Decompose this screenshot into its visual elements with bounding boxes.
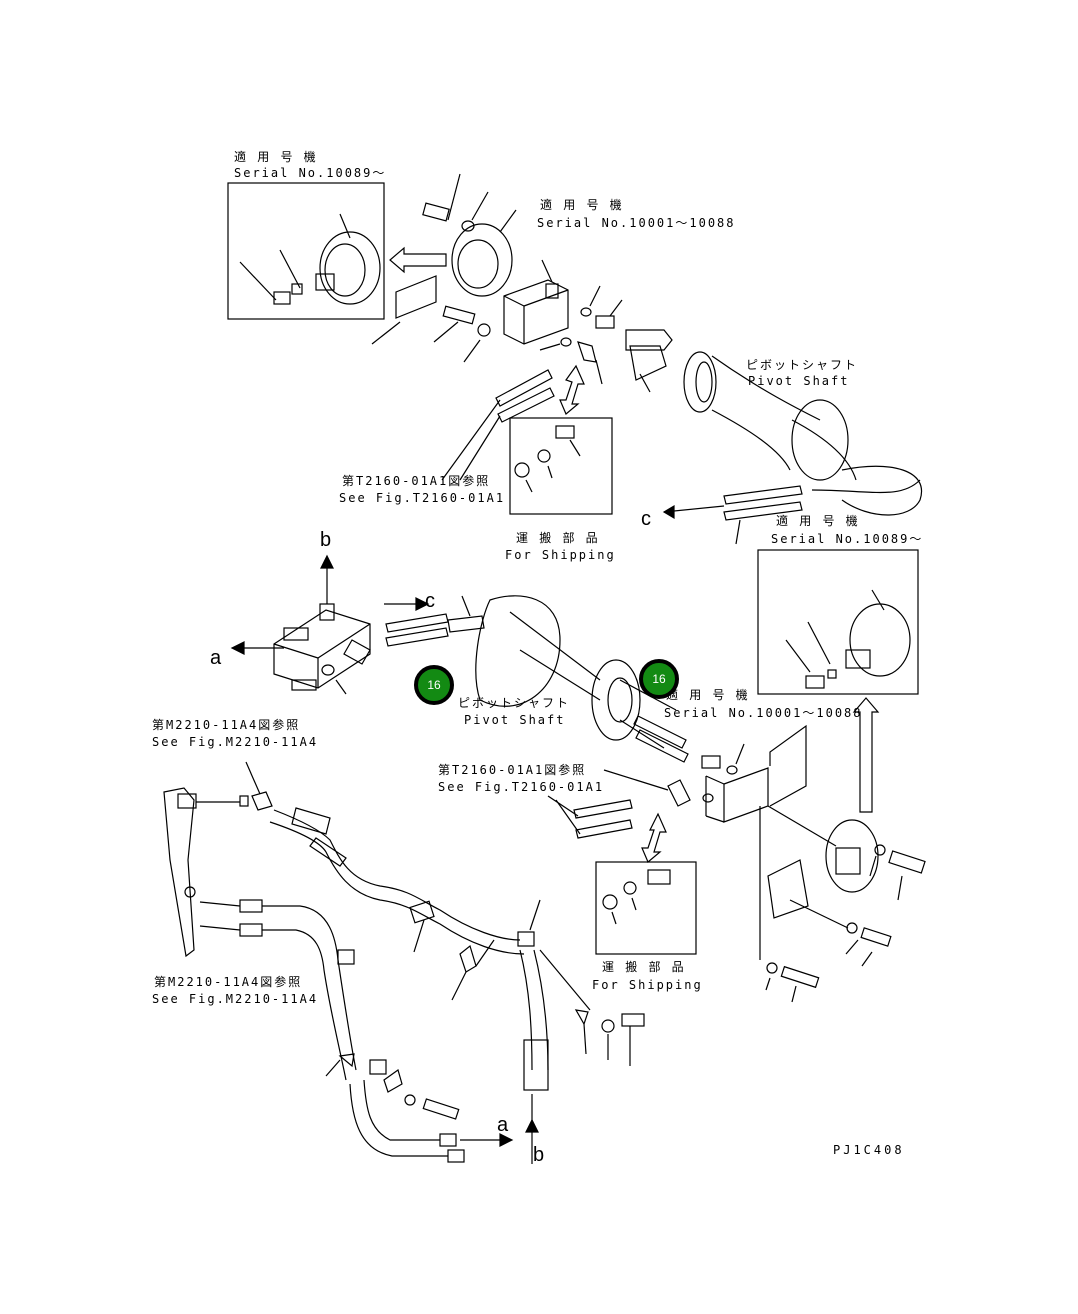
label-pivot-shaft-mid-jp: ピボットシャフト xyxy=(458,696,571,710)
part-callout-marker-16[interactable]: 16 xyxy=(639,659,679,699)
label-shipping-top: For Shipping xyxy=(505,548,616,562)
connector-letter-c-mid: c xyxy=(425,590,435,612)
label-shipping-top-jp: 運 搬 部 品 xyxy=(516,531,600,545)
connector-letter-b-top: b xyxy=(320,529,332,551)
label-serial-10089-right: Serial No.10089～ xyxy=(771,532,924,546)
drawing-number: PJ1C408 xyxy=(833,1143,905,1157)
top-valve-block xyxy=(503,259,673,393)
label-see-fig-m2210-a: See Fig.M2210-11A4 xyxy=(152,735,319,749)
mid-left-hoses xyxy=(547,795,633,839)
upper-cover-group xyxy=(371,173,517,363)
part-callout-marker-16[interactable]: 16 xyxy=(414,665,454,705)
connector-letter-c-top: c xyxy=(641,508,651,530)
pivot-shaft-top xyxy=(683,351,923,516)
part-callout-number: 16 xyxy=(652,672,666,686)
label-serial-10089-top-jp: 適 用 号 機 xyxy=(234,150,318,164)
inset-box-serial-10089-top xyxy=(227,182,385,320)
label-serial-10001-mid-jp: 適 用 号 機 xyxy=(666,688,750,702)
label-shipping-bottom-jp: 運 搬 部 品 xyxy=(602,960,686,974)
label-see-fig-m2210-b-jp: 第M2210-11A4図参照 xyxy=(154,975,303,989)
left-valve-block xyxy=(230,554,430,695)
top-hoses xyxy=(441,369,555,481)
label-see-fig-t2160-top-jp: 第T2160-01A1図参照 xyxy=(342,474,491,488)
label-serial-10001-top: Serial No.10001～10088 xyxy=(537,216,736,230)
hoses-to-c-top xyxy=(662,485,803,545)
label-pivot-shaft-mid: Pivot Shaft xyxy=(464,713,566,727)
label-serial-10001-mid: Serial No.10001～10088 xyxy=(664,706,863,720)
part-callout-number: 16 xyxy=(427,678,441,692)
pivot-shaft-mid xyxy=(475,595,677,749)
connector-letter-a-left: a xyxy=(210,647,222,669)
label-see-fig-t2160-top: See Fig.T2160-01A1 xyxy=(339,491,506,505)
shipping-box-top xyxy=(509,417,613,515)
label-see-fig-t2160-mid-jp: 第T2160-01A1図参照 xyxy=(438,763,587,777)
mid-right-fittings xyxy=(603,715,807,960)
bottom-right-parts xyxy=(765,805,926,1003)
label-shipping-bottom: For Shipping xyxy=(592,978,703,992)
label-see-fig-t2160-mid: See Fig.T2160-01A1 xyxy=(438,780,605,794)
mid-hoses xyxy=(385,595,485,647)
label-pivot-shaft-top: Pivot Shaft xyxy=(748,374,850,388)
label-serial-10001-top-jp: 適 用 号 機 xyxy=(540,198,624,212)
connector-letter-b-bottom: b xyxy=(533,1144,545,1166)
label-pivot-shaft-top-jp: ピボットシャフト xyxy=(746,358,859,372)
label-serial-10089-top: Serial No.10089～ xyxy=(234,166,387,180)
shipping-box-bottom xyxy=(595,861,697,955)
label-see-fig-m2210-b: See Fig.M2210-11A4 xyxy=(152,992,319,1006)
inset-box-serial-10089-right xyxy=(757,549,919,695)
label-serial-10089-right-jp: 適 用 号 機 xyxy=(776,514,860,528)
connector-letter-a-bottom: a xyxy=(497,1114,509,1136)
label-see-fig-m2210-a-jp: 第M2210-11A4図参照 xyxy=(152,718,301,732)
bottom-left-hoses xyxy=(163,761,645,1164)
